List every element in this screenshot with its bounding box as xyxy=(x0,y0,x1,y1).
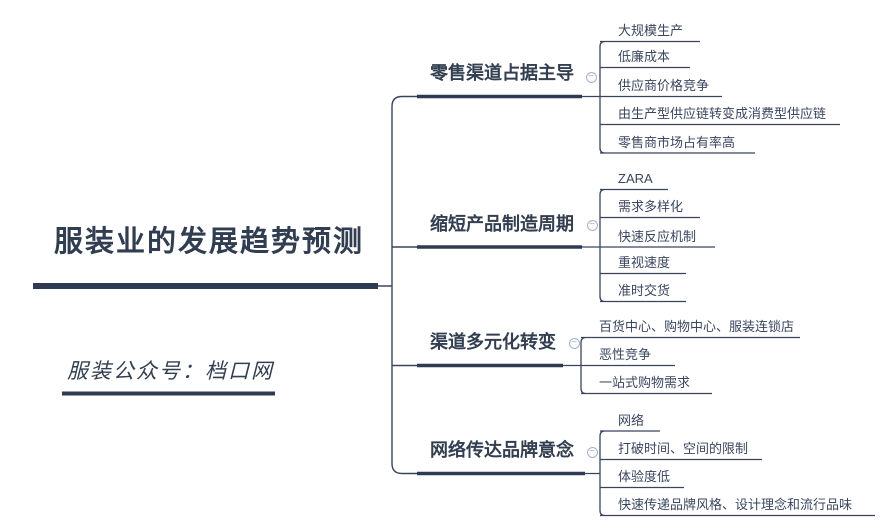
watermark-text: 服装公众号：档口网 xyxy=(67,360,274,383)
child-node[interactable]: 需求多样化 xyxy=(618,199,684,214)
branch-3-child-lines xyxy=(563,336,800,395)
branch-4-child-lines xyxy=(585,430,875,517)
branch-2-child-lines xyxy=(582,188,715,303)
child-node[interactable]: 由生产型供应链转变成消费型供应链 xyxy=(618,106,827,121)
child-node[interactable]: 网络 xyxy=(618,413,645,428)
branch-label-shorten-cycle[interactable]: 缩短产品制造周期 xyxy=(430,214,574,234)
child-node[interactable]: 准时交货 xyxy=(618,283,671,298)
child-node[interactable]: 打破时间、空间的限制 xyxy=(618,441,749,456)
branch-underlines xyxy=(417,94,585,476)
central-topic[interactable]: 服装业的发展趋势预测 xyxy=(54,226,365,258)
child-node[interactable]: 百货中心、购物中心、服装连锁店 xyxy=(599,319,795,334)
branch-label-retail-channels[interactable]: 零售渠道占据主导 xyxy=(430,63,574,83)
child-node[interactable]: 低廉成本 xyxy=(618,49,671,64)
child-node[interactable]: 快速反应机制 xyxy=(618,229,697,244)
child-node[interactable]: 供应商价格竞争 xyxy=(618,78,710,93)
collapse-minus-icon[interactable]: − xyxy=(586,220,598,231)
branch-label-network-brand[interactable]: 网络传达品牌意念 xyxy=(430,440,574,460)
collapse-minus-icon[interactable]: − xyxy=(585,71,597,83)
child-node[interactable]: 重视速度 xyxy=(618,255,671,270)
main-trunk-line xyxy=(378,95,417,475)
child-node[interactable]: 大规模生产 xyxy=(618,23,684,38)
branch-1-child-lines xyxy=(582,40,840,154)
child-node[interactable]: ZARA xyxy=(618,171,653,186)
collapse-minus-icon[interactable]: − xyxy=(568,338,580,349)
collapse-minus-icon[interactable]: − xyxy=(586,447,598,458)
child-node[interactable]: 快速传递品牌风格、设计理念和流行品味 xyxy=(618,497,853,512)
child-node[interactable]: 零售商市场占有率高 xyxy=(618,135,736,150)
child-node[interactable]: 体验度低 xyxy=(618,469,671,484)
branch-label-channel-diversify[interactable]: 渠道多元化转变 xyxy=(430,332,556,352)
child-node[interactable]: 一站式购物需求 xyxy=(599,375,691,390)
child-node[interactable]: 恶性竞争 xyxy=(599,347,652,362)
